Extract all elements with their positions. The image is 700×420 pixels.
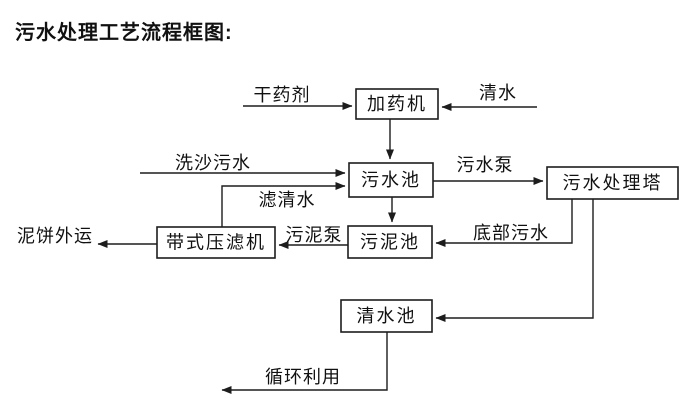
node-sewage-pool: 污水池 [348,162,434,198]
node-belt-filter-press: 带式压滤机 [156,226,276,259]
node-clear-water-pool: 清水池 [340,299,433,333]
node-belt-filter-press-box [156,226,276,259]
node-sludge-pool-label: 污泥池 [360,232,420,252]
label-sand-washing-sewage: 洗沙污水 [175,153,251,173]
label-clear-water: 清水 [479,83,517,103]
node-sewage-pool-label: 污水池 [361,170,421,190]
edge-clear-water-pool-to-recycle [221,332,388,394]
node-belt-filter-press-label: 带式压滤机 [166,233,266,253]
label-recycle-use: 循环利用 [265,367,341,387]
node-sewage-treatment-tower-label: 污水处理塔 [563,173,663,193]
node-dosing-machine-label: 加药机 [367,94,427,114]
node-sludge-pool-box [347,225,433,259]
node-dosing-machine-box [355,88,439,120]
node-clear-water-pool-box [340,299,433,333]
page-title: 污水处理工艺流程框图: [15,22,233,44]
node-sludge-pool: 污泥池 [347,225,433,259]
edge-tower-bottom-sewage-to-sludge-pool [435,199,573,247]
label-sludge-pump: 污泥泵 [286,225,343,245]
edge-tower-to-clear-water-pool [435,199,594,322]
node-sewage-treatment-tower-box [546,166,679,200]
edge-filtered-water-into-sewage-pool [221,182,346,227]
edges-layer [97,102,594,394]
node-sewage-treatment-tower: 污水处理塔 [546,166,679,200]
label-mud-cake-out: 泥饼外运 [17,226,93,246]
node-sewage-pool-box [348,162,434,198]
label-dry-agent: 干药剂 [254,85,311,105]
node-clear-water-pool-label: 清水池 [357,306,417,326]
label-sewage-pump: 污水泵 [457,155,514,175]
label-filtered-water: 滤清水 [259,190,316,210]
label-bottom-sewage: 底部污水 [473,223,549,243]
node-dosing-machine: 加药机 [355,88,439,120]
